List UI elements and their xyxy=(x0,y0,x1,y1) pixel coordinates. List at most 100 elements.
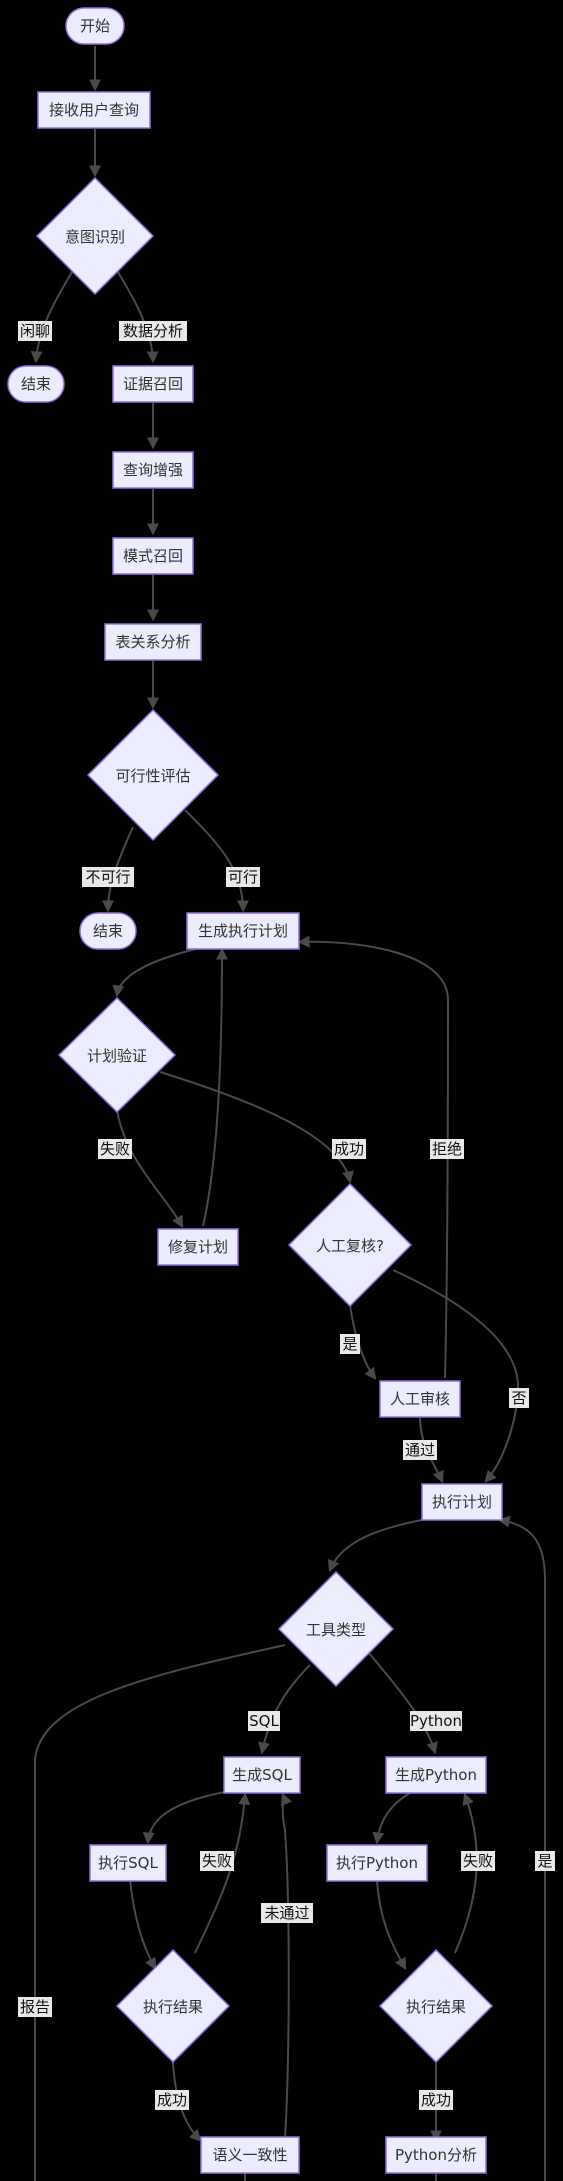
svg-text:是: 是 xyxy=(537,1852,552,1870)
edge-label-reject: 拒绝 xyxy=(430,1139,464,1159)
node-exec-sql-label: 执行SQL xyxy=(98,1854,158,1872)
node-sql-result[interactable]: 执行结果 xyxy=(115,1948,231,2064)
svg-text:成功: 成功 xyxy=(334,1140,364,1158)
svg-text:报告: 报告 xyxy=(20,1998,50,2016)
svg-text:拒绝: 拒绝 xyxy=(432,1140,462,1158)
node-fix-plan-label: 修复计划 xyxy=(168,1238,228,1256)
node-python-result-label: 执行结果 xyxy=(406,1998,466,2016)
node-table-relation-label: 表关系分析 xyxy=(115,633,190,651)
svg-text:成功: 成功 xyxy=(421,2091,451,2109)
node-end-chat[interactable]: 结束 xyxy=(7,365,65,403)
node-python-analysis-label: Python分析 xyxy=(395,2146,477,2164)
svg-text:可行: 可行 xyxy=(228,868,258,886)
node-end-chat-label: 结束 xyxy=(21,375,51,393)
node-fix-plan[interactable]: 修复计划 xyxy=(157,1228,239,1266)
edge-genplan-verify xyxy=(112,947,201,998)
node-sql-result-label: 执行结果 xyxy=(143,1998,203,2016)
node-python-result[interactable]: 执行结果 xyxy=(378,1948,494,2064)
node-gen-sql-label: 生成SQL xyxy=(232,1766,292,1784)
svg-text:闲聊: 闲聊 xyxy=(20,322,50,340)
node-feasibility-label: 可行性评估 xyxy=(115,767,190,785)
edge-label-sql-success: 成功 xyxy=(155,2090,189,2110)
edges xyxy=(30,46,546,2181)
node-end-infeasible-label: 结束 xyxy=(93,922,123,940)
edge-humanq-review xyxy=(349,1304,377,1380)
edge-fix-genplan xyxy=(202,947,228,1227)
edge-gensql-execsql xyxy=(142,1790,231,1845)
node-human-review-question[interactable]: 人工复核? xyxy=(287,1182,413,1308)
edge-label-python-fail: 失败 xyxy=(461,1851,495,1871)
node-human-review-label: 人工审核 xyxy=(390,1390,450,1408)
edge-label-data-analysis: 数据分析 xyxy=(119,321,187,341)
edge-label-no-review: 否 xyxy=(509,1388,529,1408)
edge-label-fail-verify: 失败 xyxy=(98,1139,132,1159)
node-evidence-recall[interactable]: 证据召回 xyxy=(112,365,194,403)
edge-label-python-success: 成功 xyxy=(419,2090,453,2110)
node-intent-label: 意图识别 xyxy=(65,228,125,246)
node-semantic-check[interactable]: 语义一致性 xyxy=(200,2136,300,2174)
node-table-relation[interactable]: 表关系分析 xyxy=(104,623,202,661)
node-exec-plan[interactable]: 执行计划 xyxy=(421,1483,503,1521)
edge-label-yes-review: 是 xyxy=(340,1334,360,1354)
edge-intent-evidence xyxy=(114,266,159,364)
node-start[interactable]: 开始 xyxy=(65,7,125,45)
svg-text:失败: 失败 xyxy=(100,1140,130,1158)
edge-tooltype-report xyxy=(34,1644,286,2181)
edge-label-sql-fail: 失败 xyxy=(200,1851,234,1871)
edge-genpython-execpython xyxy=(372,1792,411,1845)
node-query-enhance[interactable]: 查询增强 xyxy=(112,451,194,489)
edge-sqlresult-gensql xyxy=(194,1792,251,1954)
edge-labels: 闲聊 数据分析 不可行 可行 失败 成功 拒绝 是 xyxy=(18,321,555,2110)
node-schema-recall-label: 模式召回 xyxy=(123,547,183,565)
svg-text:不可行: 不可行 xyxy=(85,868,130,886)
svg-text:未通过: 未通过 xyxy=(264,1904,309,1922)
node-intent[interactable]: 意图识别 xyxy=(35,176,155,296)
node-exec-sql[interactable]: 执行SQL xyxy=(89,1844,167,1882)
edge-label-pass: 通过 xyxy=(403,1440,437,1460)
edge-verify-fix xyxy=(116,1109,184,1229)
edge-label-success-verify: 成功 xyxy=(332,1139,366,1159)
svg-text:数据分析: 数据分析 xyxy=(123,322,183,340)
edge-label-infeasible: 不可行 xyxy=(82,867,134,887)
node-evidence-recall-label: 证据召回 xyxy=(123,375,183,393)
edge-label-yes-loop: 是 xyxy=(535,1851,555,1871)
edge-execpython-pyresult xyxy=(376,1879,407,1971)
node-end-infeasible[interactable]: 结束 xyxy=(79,912,137,950)
node-gen-python[interactable]: 生成Python xyxy=(385,1756,487,1794)
edge-label-python: Python xyxy=(410,1711,462,1731)
edge-label-not-pass: 未通过 xyxy=(261,1903,313,1923)
node-human-review[interactable]: 人工审核 xyxy=(379,1380,461,1418)
node-gen-plan[interactable]: 生成执行计划 xyxy=(186,912,300,950)
node-human-review-question-label: 人工复核? xyxy=(316,1237,384,1255)
svg-text:失败: 失败 xyxy=(463,1852,493,1870)
node-exec-python[interactable]: 执行Python xyxy=(326,1844,428,1882)
node-feasibility[interactable]: 可行性评估 xyxy=(86,708,220,842)
svg-text:是: 是 xyxy=(342,1335,357,1353)
node-tool-type[interactable]: 工具类型 xyxy=(277,1570,395,1688)
node-plan-verify-label: 计划验证 xyxy=(87,1047,147,1065)
nodes: 开始 接收用户查询 意图识别 结束 证据召回 查询增强 模式召回 xyxy=(7,7,503,2174)
node-gen-python-label: 生成Python xyxy=(395,1766,477,1784)
edge-execsql-sqlresult xyxy=(129,1879,157,1971)
edge-semantic-gensql xyxy=(280,1792,293,2141)
node-plan-verify[interactable]: 计划验证 xyxy=(57,996,177,1114)
edge-review-genplan xyxy=(297,935,450,1379)
svg-text:否: 否 xyxy=(511,1389,526,1407)
edge-humanq-exec xyxy=(392,1269,520,1483)
edge-feasibility-genplan xyxy=(184,809,249,913)
edge-tooltype-gensql xyxy=(258,1664,311,1755)
node-schema-recall[interactable]: 模式召回 xyxy=(112,537,194,575)
edge-label-feasible: 可行 xyxy=(226,867,260,887)
edge-verify-humanq xyxy=(159,1071,354,1184)
edge-label-chat: 闲聊 xyxy=(18,321,52,341)
node-semantic-check-label: 语义一致性 xyxy=(212,2146,287,2164)
node-start-label: 开始 xyxy=(80,17,110,35)
node-python-analysis[interactable]: Python分析 xyxy=(385,2136,487,2174)
node-query-enhance-label: 查询增强 xyxy=(123,461,183,479)
node-tool-type-label: 工具类型 xyxy=(306,1621,366,1639)
svg-text:SQL: SQL xyxy=(249,1712,279,1730)
node-gen-sql[interactable]: 生成SQL xyxy=(223,1756,301,1794)
node-gen-plan-label: 生成执行计划 xyxy=(198,922,288,940)
svg-text:通过: 通过 xyxy=(405,1441,435,1459)
node-receive-query[interactable]: 接收用户查询 xyxy=(37,91,151,129)
